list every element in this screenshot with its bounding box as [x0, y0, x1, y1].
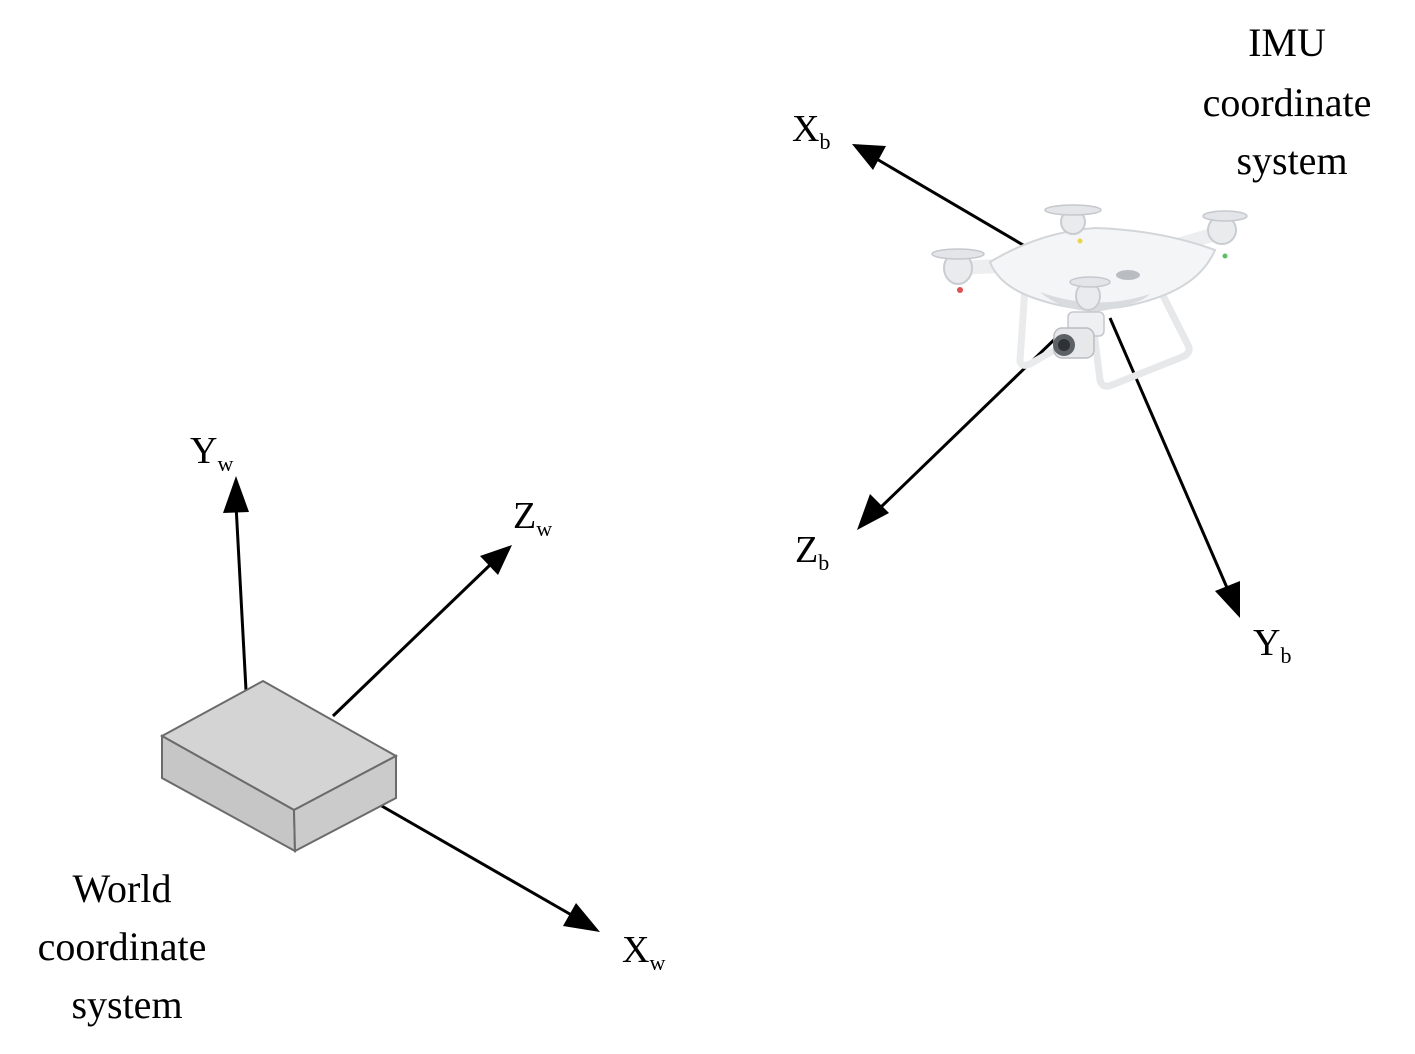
imu-x-axis — [874, 156, 1036, 254]
world-frame: Yw Zw Xw World coordinate system — [38, 430, 666, 1027]
drone-camera-lens-glass — [1058, 339, 1070, 351]
drone-light-yellow — [1077, 238, 1083, 244]
imu-y-axis — [1108, 317, 1230, 591]
drone-landing-gear-left — [1016, 284, 1062, 369]
imu-z-label: Zb — [795, 529, 829, 575]
drone-body-shade — [1040, 292, 1150, 312]
imu-frame: Xb Zb Yb IMU coordinate system — [792, 20, 1382, 668]
box-side-face — [292, 754, 397, 853]
world-z-arrowhead — [480, 545, 512, 575]
drone-illustration — [931, 204, 1248, 390]
drone-light-red — [957, 287, 963, 293]
imu-y-arrowhead — [1215, 581, 1240, 618]
world-caption: World coordinate system — [38, 866, 217, 1027]
drone-landing-gear-right — [1086, 266, 1193, 390]
world-x-axis — [379, 803, 576, 919]
world-x-arrowhead — [563, 903, 600, 932]
world-y-label: Yw — [190, 430, 233, 476]
drone-propeller-back-right — [1202, 210, 1248, 222]
world-y-arrowhead — [223, 476, 249, 513]
drone-propeller-front-right — [1069, 276, 1111, 288]
imu-z-arrowhead — [857, 494, 889, 530]
drone-light-green — [1222, 253, 1228, 259]
imu-y-label: Yb — [1253, 622, 1291, 668]
world-z-label: Zw — [513, 495, 552, 541]
drone-propeller-back-left — [1044, 204, 1102, 216]
imu-caption: IMU coordinate system — [1203, 20, 1382, 183]
imu-x-label: Xb — [792, 108, 830, 154]
drone-vent — [1116, 270, 1140, 280]
drone-propeller-front-left — [931, 248, 985, 260]
world-x-label: Xw — [622, 929, 665, 975]
world-z-axis — [331, 563, 492, 718]
imu-x-arrowhead — [852, 144, 886, 170]
world-y-axis — [234, 504, 248, 691]
world-reference-box — [159, 679, 399, 853]
